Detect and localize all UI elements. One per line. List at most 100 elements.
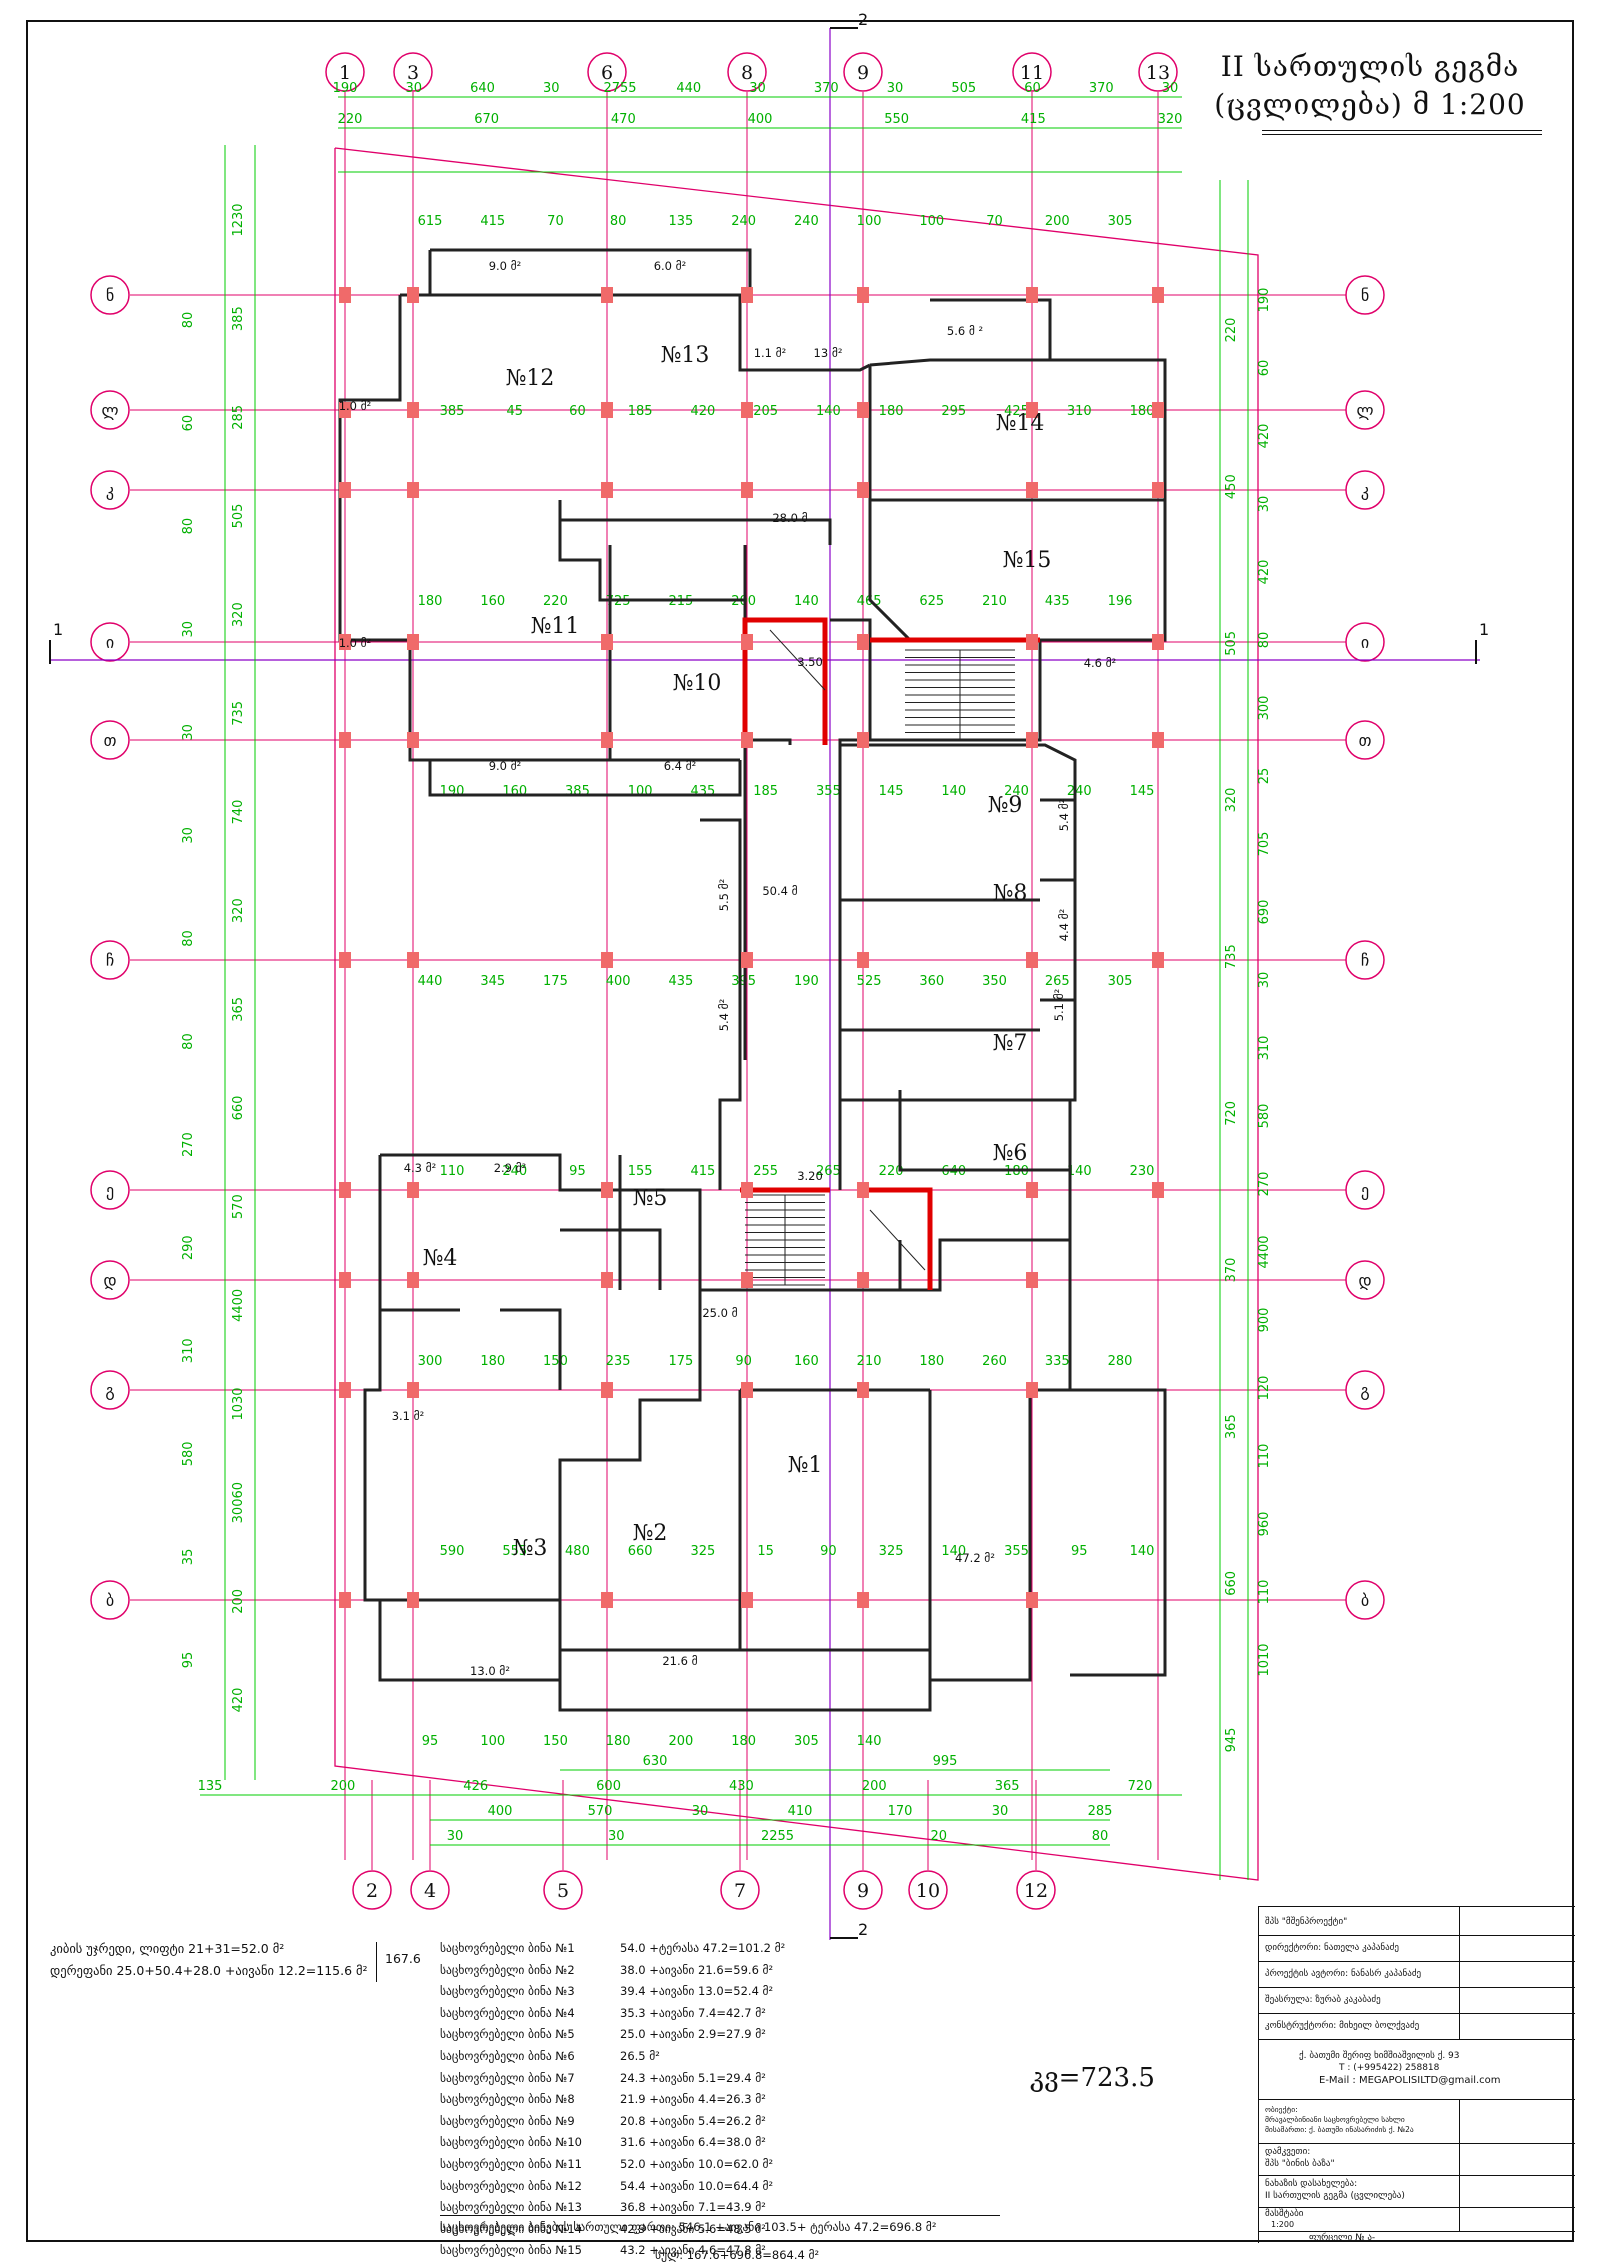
- dimension-bottom: 410: [788, 1804, 813, 1819]
- area-label: 4.4 მ²: [1057, 909, 1071, 942]
- structural-column: [1152, 952, 1164, 968]
- building-walls: [338, 248, 1167, 1712]
- dimension-interior: 265: [816, 1164, 841, 1179]
- dimension-interior: 435: [668, 974, 693, 989]
- structural-column: [339, 1592, 351, 1608]
- structural-column: [407, 732, 419, 748]
- stamp-rule: [1259, 1935, 1575, 1936]
- structural-column: [601, 952, 613, 968]
- dimension-top: 440: [676, 81, 701, 96]
- axis-label-top: 9: [857, 62, 869, 84]
- structural-column: [857, 482, 869, 498]
- stamp-scale: 1:200: [1271, 2220, 1295, 2229]
- axis-label-row: კ: [1361, 481, 1369, 500]
- apartment-table-rule: [440, 2215, 1000, 2216]
- axis-bubble-bottom: [352, 1870, 392, 1910]
- stair-walls: [740, 617, 1040, 1290]
- axis-bubble-top: [393, 52, 433, 92]
- dimension-interior: 210: [857, 1354, 882, 1369]
- stamp-client: შპს "ბინის ბაზა": [1265, 2159, 1335, 2169]
- dimension-interior: 240: [731, 214, 756, 229]
- axis-label-row: ბ: [1361, 1591, 1369, 1610]
- dimension-top: 30: [405, 81, 422, 96]
- area-label: 3.20: [797, 1169, 823, 1183]
- stamp-email: E-Mail : MEGAPOLISILTD@gmail.com: [1319, 2075, 1501, 2086]
- axis-label-row: ნ: [1361, 286, 1369, 305]
- dimension-left: 1230: [231, 203, 246, 236]
- dimension-left: 80: [181, 1033, 196, 1050]
- dimension-interior: 200: [1045, 214, 1070, 229]
- structural-column: [857, 952, 869, 968]
- axis-bubble-row: [90, 622, 130, 662]
- stamp-object-label: ობიექტი:: [1265, 2105, 1298, 2114]
- dimension-left: 420: [231, 1688, 246, 1713]
- dimension-interior: 310: [1067, 404, 1092, 419]
- dimension-interior: 385: [440, 404, 465, 419]
- dimension-right: 110: [1257, 1444, 1272, 1469]
- axis-bubble-top: [1012, 52, 1052, 92]
- dimension-left: 30: [181, 724, 196, 741]
- stamp-company: შპს "მშენპროექტი": [1265, 1917, 1348, 1927]
- room-label-1: №1: [788, 1453, 823, 1478]
- dimension-interior: 175: [668, 1354, 693, 1369]
- axis-label-row: ი: [106, 633, 114, 652]
- axis-label-bottom: 5: [557, 1880, 569, 1902]
- area-label: 9.0 მ²: [489, 759, 522, 773]
- structural-column: [339, 482, 351, 498]
- structural-column: [339, 1272, 351, 1288]
- axis-bubble-top: [1138, 52, 1178, 92]
- apartment-label: საცხოვრებელი ბინა №2: [440, 1962, 575, 1977]
- dimension-interior: 265: [1045, 974, 1070, 989]
- dimension-interior: 400: [606, 974, 631, 989]
- area-label: 21.6 მ: [662, 1654, 697, 1668]
- dimension-left: 270: [181, 1132, 196, 1157]
- dimension-left: 80: [181, 930, 196, 947]
- structural-column: [407, 1272, 419, 1288]
- structural-column: [857, 732, 869, 748]
- drawing-frame: [26, 20, 1574, 2242]
- dimension-interior: 415: [480, 214, 505, 229]
- structural-column: [339, 1182, 351, 1198]
- structural-column: [601, 732, 613, 748]
- dimension-interior: 180: [418, 594, 443, 609]
- dimension-top: 400: [748, 112, 773, 127]
- dimension-interior: 305: [1108, 214, 1133, 229]
- area-label: 47.2 მ²: [955, 1551, 995, 1565]
- apartment-label: საცხოვრებელი ბინა №3: [440, 1984, 575, 1999]
- dimension-interior: 305: [794, 1734, 819, 1749]
- dimension-interior: 180: [1130, 404, 1155, 419]
- stamp-vrule: [1459, 2099, 1460, 2231]
- dimension-right: 310: [1257, 1036, 1272, 1061]
- dimension-interior: 70: [986, 214, 1003, 229]
- dimension-bottom: 2255: [761, 1829, 794, 1844]
- dimension-right: 900: [1257, 1308, 1272, 1333]
- dimension-interior: 230: [1130, 1164, 1155, 1179]
- structural-column: [1152, 634, 1164, 650]
- stamp-object-address: მისამართი: ქ. ბათუმი ინასარიძის ქ. №2ა: [1265, 2125, 1414, 2134]
- dimension-left: 285: [231, 405, 246, 430]
- structural-column: [741, 952, 753, 968]
- dimension-right: 80: [1257, 632, 1272, 649]
- structural-column: [407, 402, 419, 418]
- stamp-rule: [1259, 2143, 1575, 2144]
- axis-bubble-row: [90, 720, 130, 760]
- stamp-object: მრავალბინიანი საცხოვრებელი სახლი: [1265, 2115, 1405, 2124]
- axis-bubble-bottom: [1016, 1870, 1056, 1910]
- structural-column: [601, 1382, 613, 1398]
- dimension-left: 1030: [231, 1387, 246, 1420]
- structural-column: [1026, 1182, 1038, 1198]
- dimension-top: 30: [749, 81, 766, 96]
- dimension-right: 110: [1257, 1580, 1272, 1605]
- room-label-14: №14: [996, 411, 1045, 436]
- dimension-bottom: 30: [692, 1804, 709, 1819]
- dimension-left: 4400: [231, 1289, 246, 1322]
- area-label: 4.3 მ²: [404, 1161, 437, 1175]
- apartment-label: საცხოვრებელი ბინა №4: [440, 2005, 575, 2020]
- structural-column: [407, 287, 419, 303]
